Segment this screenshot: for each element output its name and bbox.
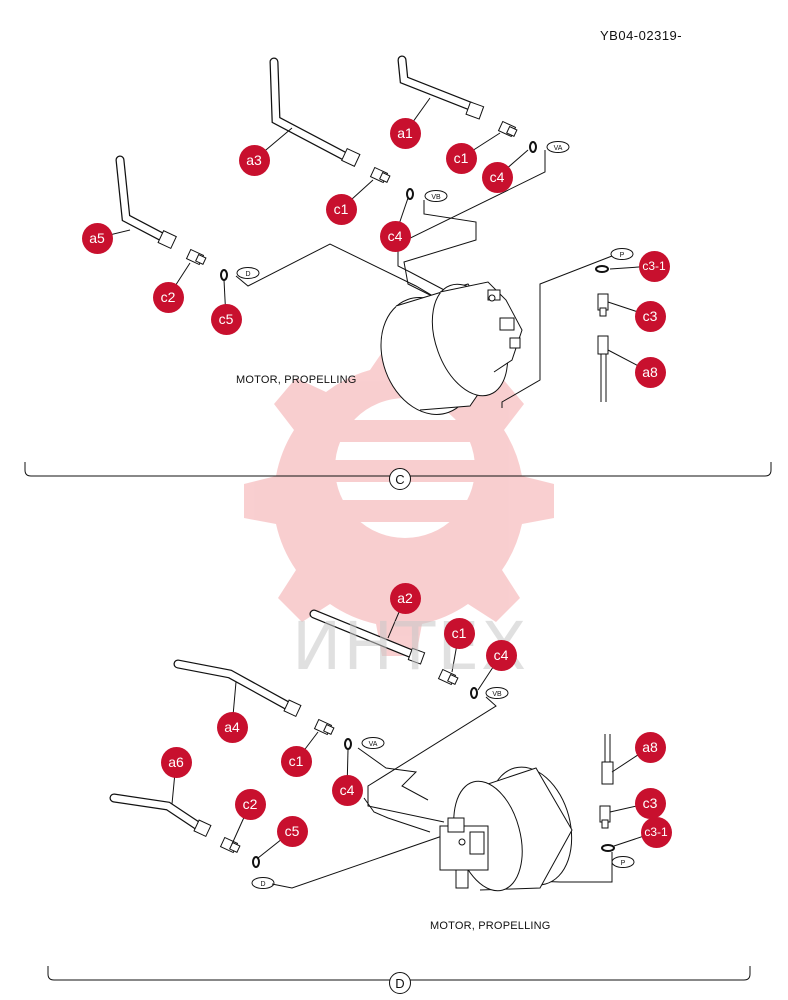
watermark-gear-logo [244, 338, 554, 656]
callout-c4-lower-d: c4 [331, 774, 363, 806]
pipe-a2 [309, 609, 426, 665]
motor-caption-d: MOTOR, PROPELLING [430, 920, 551, 932]
o-ring-c4-upper [529, 141, 537, 153]
callout-c4-upper-d: c4 [485, 639, 517, 671]
callout-c4-upper: c4 [481, 161, 513, 193]
fitting-a8 [597, 335, 609, 402]
port-label-p-d: P [621, 860, 626, 867]
callout-a1: a1 [389, 117, 421, 149]
o-ring-c3-1-d [601, 844, 615, 852]
callout-c5-d: c5 [276, 815, 308, 847]
port-oval-vb-d [485, 687, 509, 699]
callout-a2: a2 [389, 582, 421, 614]
port-oval-d-d [251, 877, 275, 889]
o-ring-c5 [220, 269, 228, 281]
callout-c4-lower: c4 [379, 220, 411, 252]
callout-a8-d: a8 [634, 731, 666, 763]
port-label-d: D [245, 271, 250, 278]
motor-propelling-c [380, 281, 523, 415]
routing-lines-d [271, 696, 613, 889]
callout-c3-1: c3-1 [638, 250, 670, 282]
port-oval-vb [424, 190, 448, 202]
routing-lines-c [235, 150, 613, 408]
callout-c3: c3 [634, 300, 666, 332]
motor-caption-c: MOTOR, PROPELLING [236, 374, 357, 386]
o-ring-c4-lower [406, 188, 414, 200]
section-mark-c: C [389, 468, 411, 490]
section-divider-c [24, 462, 772, 477]
pipe-a1 [397, 55, 485, 120]
section-divider-d [47, 966, 751, 981]
callout-a4: a4 [216, 711, 248, 743]
fitting-c1-upper-d [437, 668, 459, 686]
o-ring-c5-d [252, 856, 260, 868]
pipe-a6 [109, 793, 212, 838]
callout-c2-d: c2 [234, 788, 266, 820]
motor-propelling-d [439, 766, 573, 892]
fitting-c3 [597, 293, 609, 317]
callout-a8: a8 [634, 356, 666, 388]
o-ring-c4-lower-d [344, 738, 352, 750]
fitting-c2 [185, 248, 207, 266]
callout-c3-1-d: c3-1 [640, 816, 672, 848]
port-label-vb-d: VB [492, 691, 502, 698]
callout-a5: a5 [81, 222, 113, 254]
callout-c1-upper-d: c1 [443, 617, 475, 649]
port-oval-va-d [361, 737, 385, 749]
port-label-va: VA [554, 145, 563, 152]
port-oval-d [236, 267, 260, 279]
o-ring-c3-1 [595, 265, 609, 273]
fitting-c1-lower-d [313, 718, 335, 736]
callout-a6: a6 [160, 746, 192, 778]
callout-a3: a3 [238, 144, 270, 176]
document-number: YB04-02319- [600, 28, 683, 43]
pipe-a4 [173, 659, 302, 718]
callout-c5: c5 [210, 303, 242, 335]
pipe-a5 [115, 155, 177, 250]
callout-c1-lower: c1 [325, 193, 357, 225]
callout-c3-d: c3 [634, 787, 666, 819]
callout-c2: c2 [152, 281, 184, 313]
callout-c1-upper: c1 [445, 142, 477, 174]
section-c-diagram [24, 55, 772, 477]
port-oval-p [610, 248, 634, 260]
o-ring-c4-upper-d [470, 687, 478, 699]
pipe-a3 [269, 57, 361, 167]
fitting-c1-upper [497, 120, 518, 138]
fitting-c3-d [599, 805, 611, 829]
section-mark-d: D [389, 972, 411, 994]
callout-c1-lower-d: c1 [280, 745, 312, 777]
fitting-c2-d [219, 836, 241, 854]
port-label-d-d: D [260, 881, 265, 888]
port-label-vb: VB [431, 194, 441, 201]
port-label-p: P [620, 252, 625, 259]
section-d-diagram [47, 609, 751, 981]
fitting-c1-lower [369, 166, 391, 184]
port-oval-va [546, 141, 570, 153]
port-label-va-d: VA [369, 741, 378, 748]
fitting-a8-d [601, 734, 614, 785]
watermark-text: ИНТЕХ [292, 608, 529, 685]
